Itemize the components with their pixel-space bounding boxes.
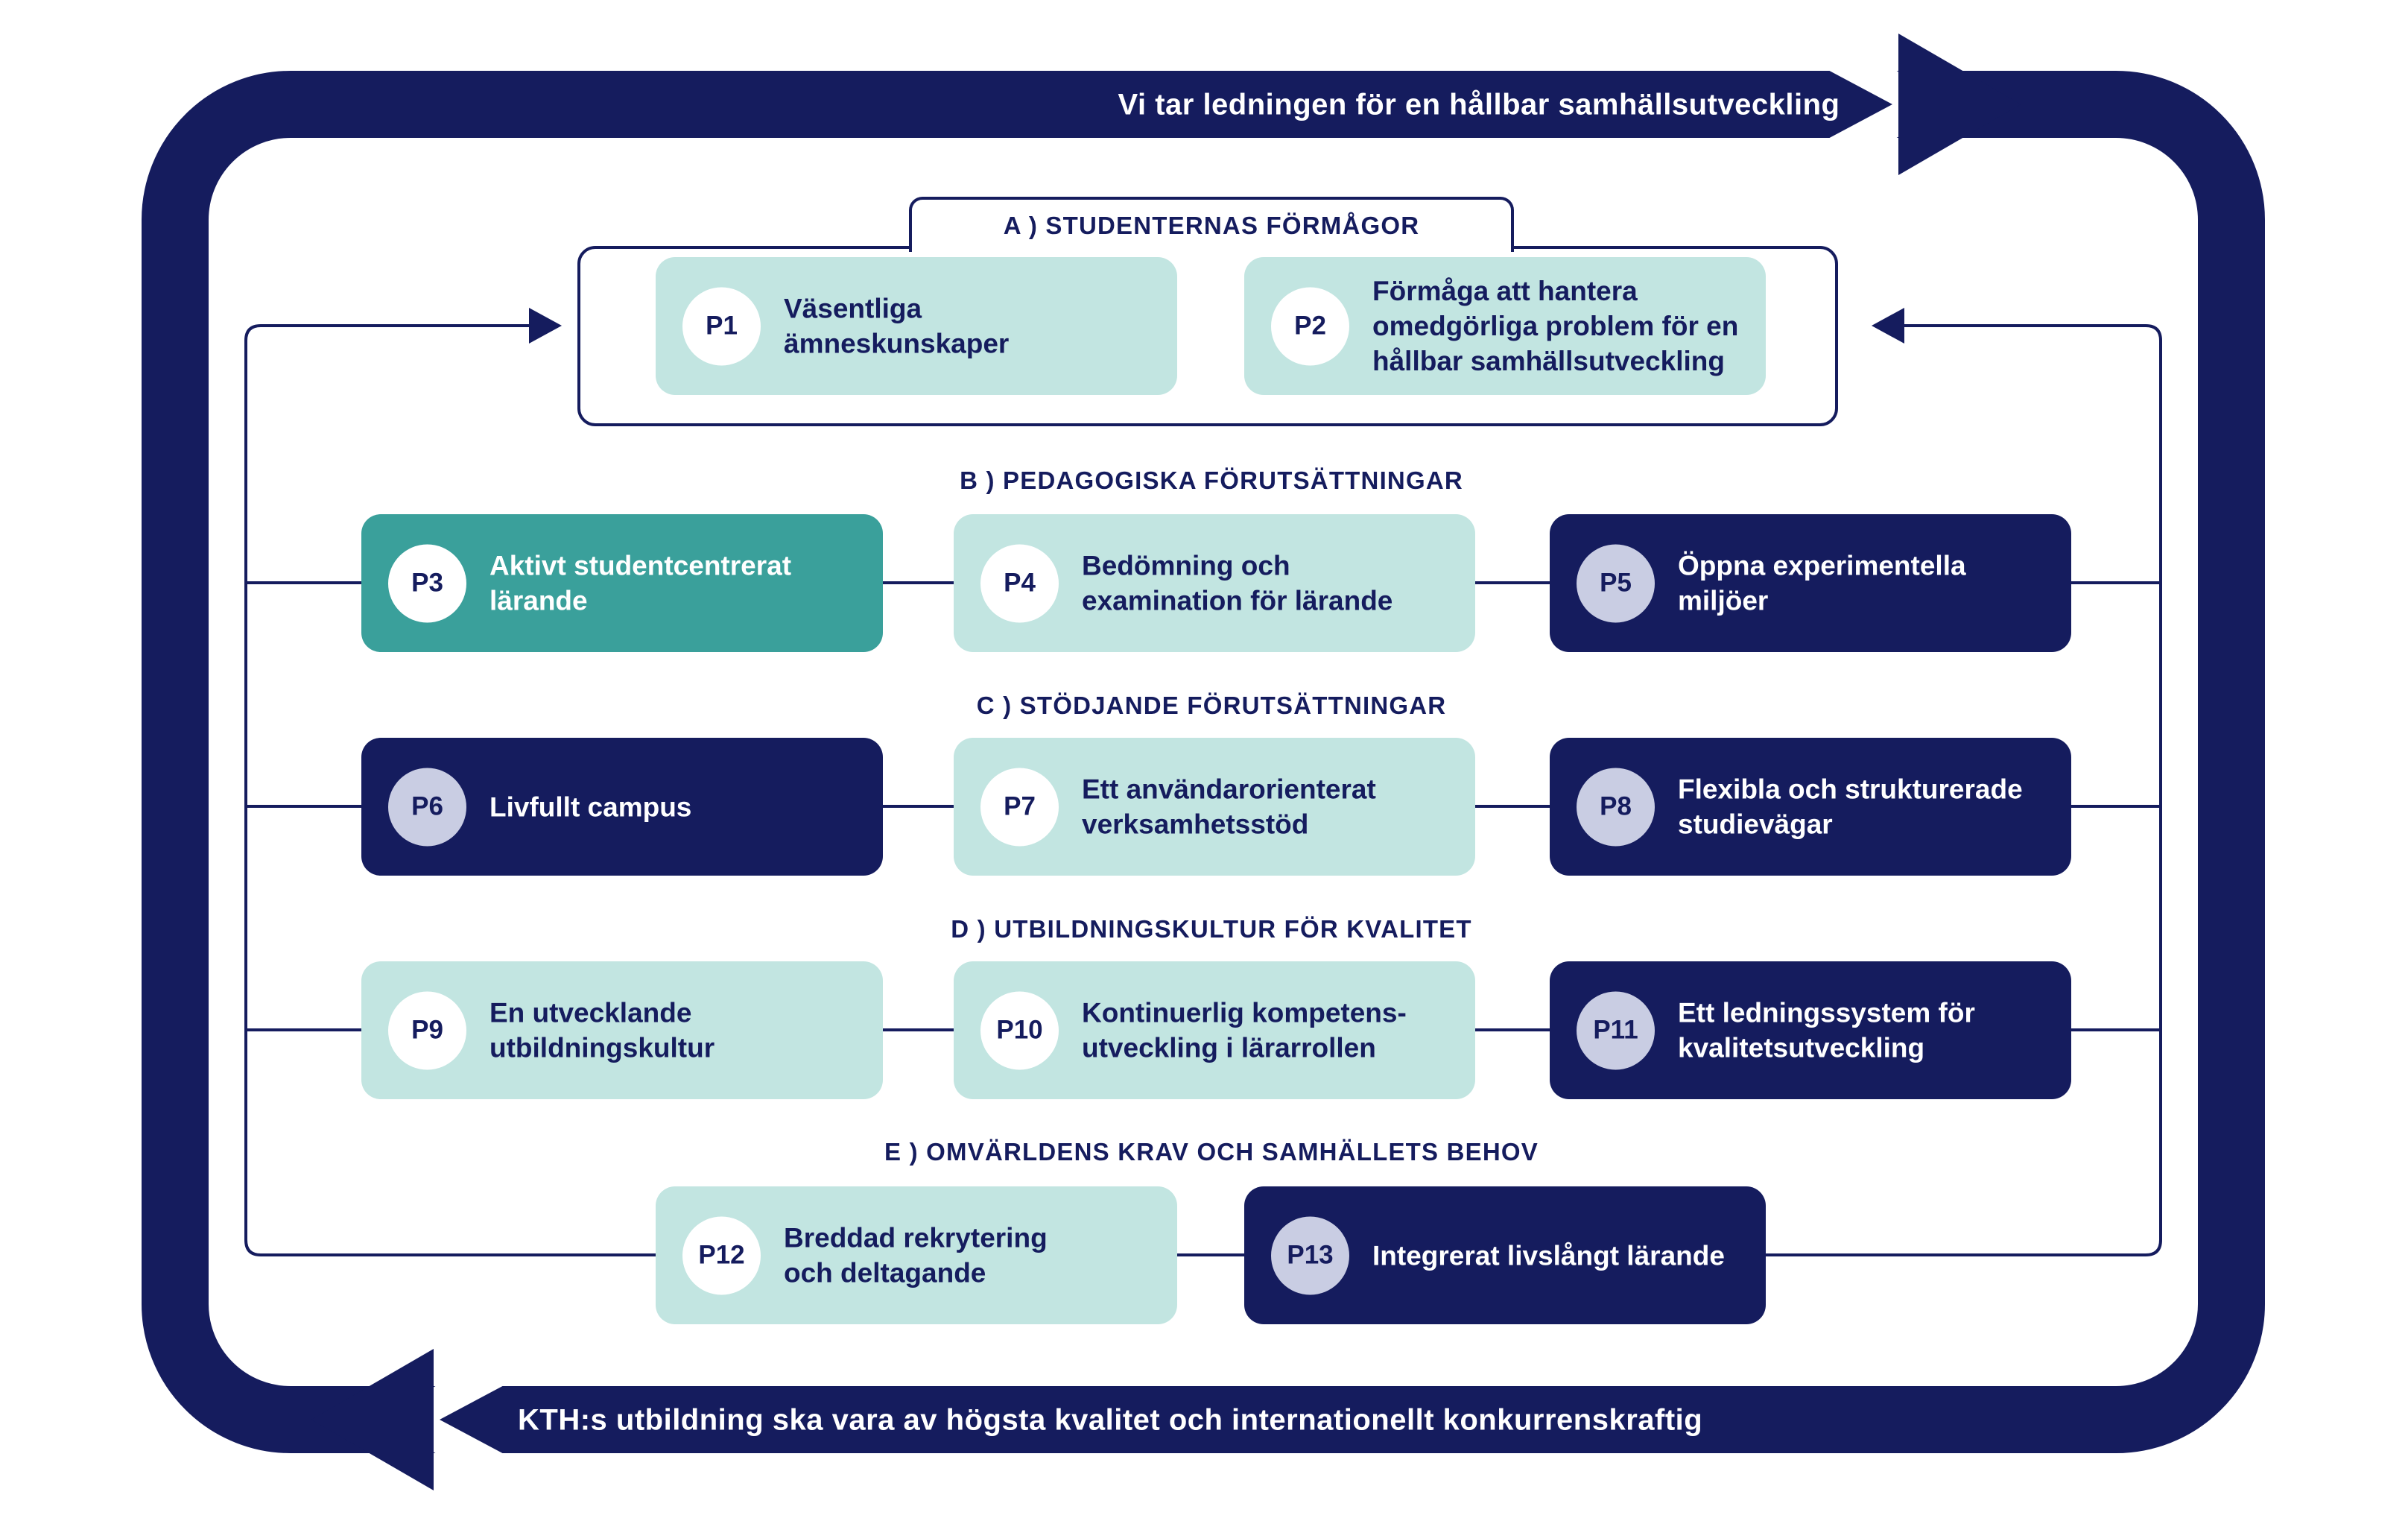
box-p5-badge: P5 <box>1577 544 1655 622</box>
box-p5: P5 Öppna experimentella miljöer <box>1550 514 2071 652</box>
section-b-label: B ) PEDAGOGISKA FÖRUTSÄTTNINGAR <box>960 467 1463 494</box>
box-p11-text: Ett ledningssystem för kvalitetsutveckli… <box>1678 997 1975 1063</box>
box-p5-text: Öppna experimentella miljöer <box>1678 550 1966 616</box>
box-p7-text: Ett användarorienterat verksamhetsstöd <box>1082 774 1376 840</box>
box-p9-badge: P9 <box>388 991 466 1069</box>
section-a-label: A ) STUDENTERNAS FÖRMÅGOR <box>1003 212 1420 239</box>
box-p8-badge: P8 <box>1577 768 1655 846</box>
section-a-tab: A ) STUDENTERNAS FÖRMÅGOR <box>909 197 1514 252</box>
box-p7: P7 Ett användarorienterat verksamhetsstö… <box>954 738 1475 876</box>
box-p6-text: Livfullt campus <box>489 791 692 822</box>
box-p1: P1 Väsentliga ämneskunskaper <box>656 257 1177 395</box>
box-p10: P10 Kontinuerlig kompetens- utveckling i… <box>954 961 1475 1099</box>
box-p3-badge: P3 <box>388 544 466 622</box>
box-p1-text: Väsentliga ämneskunskaper <box>784 293 1010 359</box>
section-d-label: D ) UTBILDNINGSKULTUR FÖR KVALITET <box>951 915 1472 943</box>
box-p7-badge: P7 <box>980 768 1059 846</box>
box-p2-text: Förmåga att hantera omedgörliga problem … <box>1372 275 1739 377</box>
box-p13: P13 Integrerat livslångt lärande <box>1244 1186 1766 1324</box>
box-p2: P2 Förmåga att hantera omedgörliga probl… <box>1244 257 1766 395</box>
box-p4: P4 Bedömning och examination för lärande <box>954 514 1475 652</box>
connector-lines <box>244 324 2162 1256</box>
section-c-label: C ) STÖDJANDE FÖRUTSÄTTNINGAR <box>976 692 1447 719</box>
box-p4-badge: P4 <box>980 544 1059 622</box>
box-p12: P12 Breddad rekrytering och deltagande <box>656 1186 1177 1324</box>
bottom-arrow-icon <box>311 1349 519 1490</box>
box-p9: P9 En utvecklande utbildningskultur <box>361 961 883 1099</box>
top-arrow-icon <box>1813 34 2021 175</box>
box-p3: P3 Aktivt studentcentrerat lärande <box>361 514 883 652</box>
top-banner-text: Vi tar ledningen för en hållbar samhälls… <box>1118 88 1840 121</box>
arrowhead-left-icon <box>1872 308 1904 344</box>
box-p8: P8 Flexibla och strukturerade studieväga… <box>1550 738 2071 876</box>
bottom-banner-text: KTH:s utbildning ska vara av högsta kval… <box>518 1403 1703 1437</box>
arrowhead-right-icon <box>529 308 562 344</box>
box-p12-text: Breddad rekrytering och deltagande <box>784 1222 1048 1288</box>
box-p8-text: Flexibla och strukturerade studievägar <box>1678 774 2023 840</box>
box-p11-badge: P11 <box>1577 991 1655 1069</box>
box-p13-text: Integrerat livslångt lärande <box>1372 1239 1725 1271</box>
box-p10-badge: P10 <box>980 991 1059 1069</box>
box-p9-text: En utvecklande utbildningskultur <box>489 997 715 1063</box>
box-p3-text: Aktivt studentcentrerat lärande <box>489 550 792 616</box>
box-p12-badge: P12 <box>682 1216 761 1294</box>
box-p1-badge: P1 <box>682 287 761 365</box>
box-p2-badge: P2 <box>1271 287 1349 365</box>
box-p10-text: Kontinuerlig kompetens- utveckling i lär… <box>1082 997 1407 1063</box>
box-p13-badge: P13 <box>1271 1216 1349 1294</box>
cycle-frame <box>142 71 2265 1453</box>
box-p11: P11 Ett ledningssystem för kvalitetsutve… <box>1550 961 2071 1099</box>
box-p6: P6 Livfullt campus <box>361 738 883 876</box>
box-p6-badge: P6 <box>388 768 466 846</box>
section-e-label: E ) OMVÄRLDENS KRAV OCH SAMHÄLLETS BEHOV <box>884 1138 1539 1166</box>
box-p4-text: Bedömning och examination för lärande <box>1082 550 1393 616</box>
